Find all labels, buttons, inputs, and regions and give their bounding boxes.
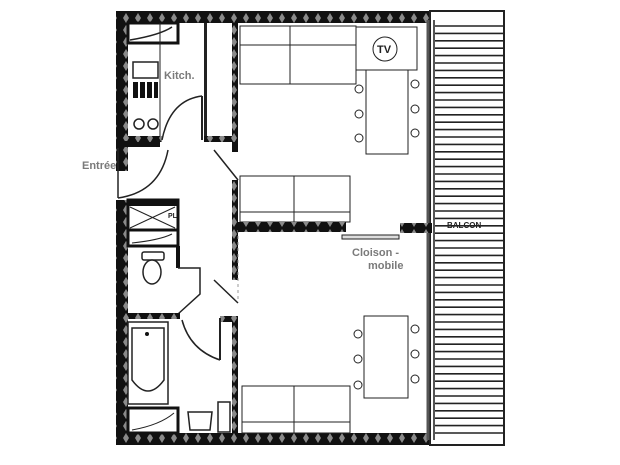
bathroom <box>126 321 231 435</box>
kitchen-label: Kitch. <box>164 70 195 82</box>
partition-label-line1: Cloison - <box>352 247 399 259</box>
middle-wall: Cloison - mobile <box>238 222 432 272</box>
balcony-label: BALCON <box>447 221 481 230</box>
wc <box>128 246 201 319</box>
closet-label: PL <box>168 213 178 220</box>
entrance: Entrée <box>82 148 169 199</box>
hall-partitions <box>181 142 239 433</box>
closet: PL <box>126 198 180 248</box>
entrance-label: Entrée <box>82 160 116 172</box>
partition-label-line2: mobile <box>368 260 403 272</box>
kitchen: Kitch. <box>126 21 238 142</box>
outer-walls <box>116 11 434 445</box>
living-area-top: TV <box>239 25 420 223</box>
living-area-bottom <box>241 315 420 434</box>
tv-label: TV <box>377 44 392 56</box>
